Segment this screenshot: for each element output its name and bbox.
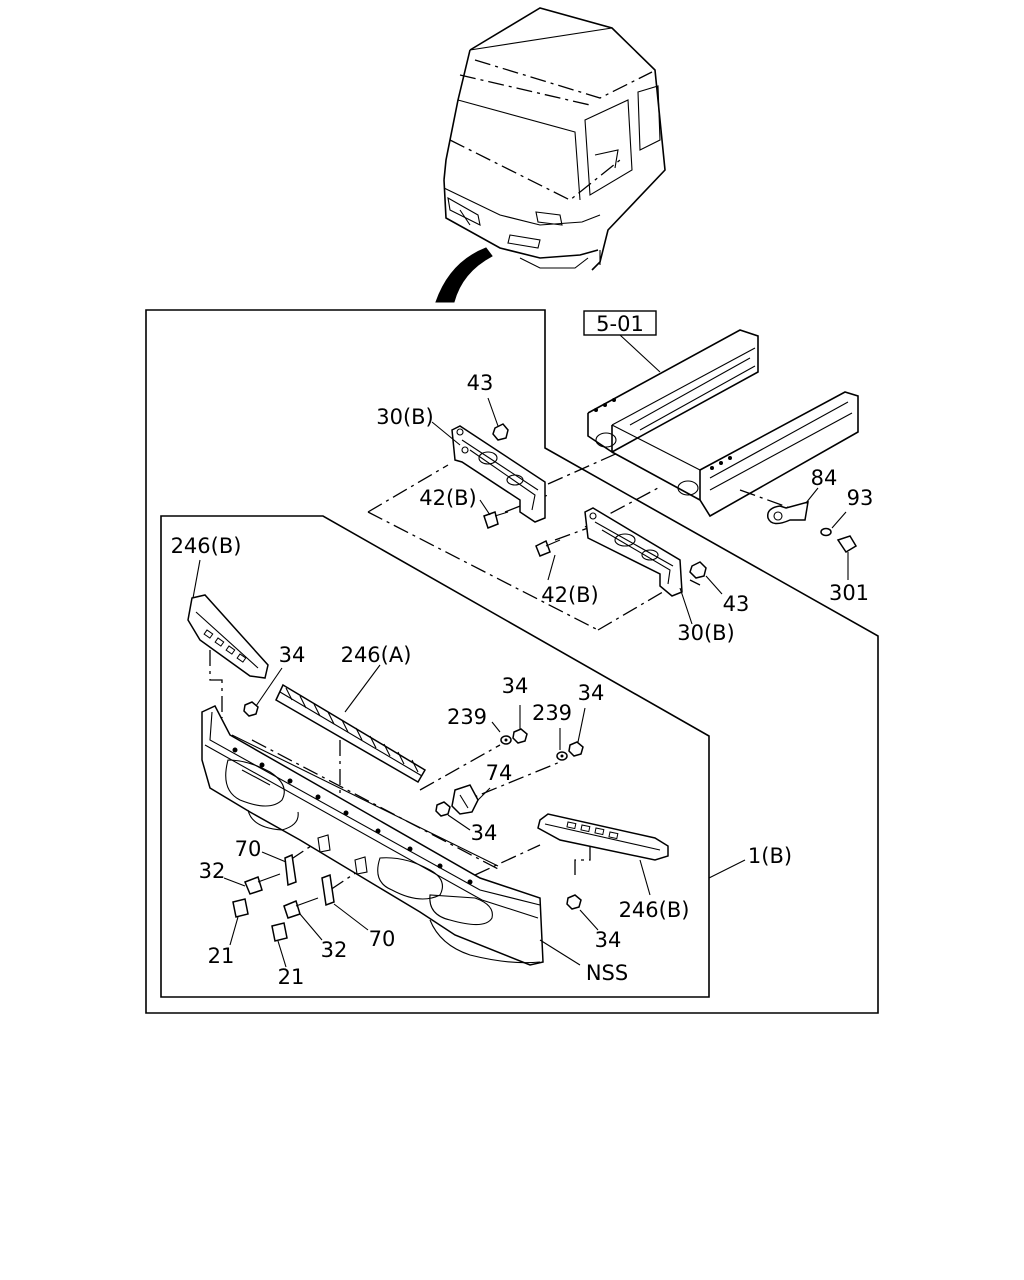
bracket-upper-30b	[451, 425, 546, 523]
bolt-301	[836, 535, 858, 554]
callout-301: 301	[829, 581, 869, 605]
bumper-1b	[201, 705, 544, 966]
plate-70-lower	[321, 873, 335, 907]
plate-70-upper	[284, 853, 297, 887]
callout-34-bottom: 34	[595, 928, 622, 952]
callout-70-upper: 70	[235, 837, 262, 861]
washer-93	[820, 527, 832, 537]
washer-239-left	[500, 735, 512, 745]
outer-frame	[145, 309, 879, 1014]
bolt-42b-upper	[483, 511, 509, 529]
bolt-32-upper	[244, 873, 281, 895]
tow-hook-84	[767, 500, 809, 525]
callout-34-left: 34	[279, 643, 306, 667]
callout-30b-upper: 30(B)	[376, 405, 434, 429]
callout-labels: 43 30(B) 42(B) 42(B) 43 30(B) 84 93 301 …	[171, 371, 874, 989]
bracket-lower-30b	[584, 507, 683, 597]
callout-43-lower: 43	[723, 592, 750, 616]
callout-32-lower: 32	[321, 938, 348, 962]
inner-frame	[160, 515, 710, 998]
callout-34-right: 34	[578, 681, 605, 705]
grille-left-246b	[187, 594, 269, 679]
callout-246b-left: 246(B)	[171, 534, 242, 558]
clamp-74	[451, 784, 479, 815]
callout-84: 84	[811, 466, 838, 490]
callout-1b: 1(B)	[748, 844, 792, 868]
leader-lines	[192, 397, 849, 968]
grille-right-246b	[537, 813, 669, 861]
svg-text:5-01: 5-01	[596, 312, 644, 336]
callout-42b-upper: 42(B)	[419, 486, 477, 510]
clip-21-right	[271, 922, 288, 942]
callout-246b-right: 246(B)	[619, 898, 690, 922]
truck-cab-illustration	[443, 7, 666, 271]
callout-239-left: 239	[447, 705, 487, 729]
clip-21-left	[232, 898, 249, 918]
nut-34-right	[568, 741, 584, 757]
callout-239-right: 239	[532, 701, 572, 725]
nut-34-center	[435, 801, 451, 817]
callout-nss: NSS	[586, 961, 628, 985]
callout-43-upper: 43	[467, 371, 494, 395]
callout-74: 74	[486, 761, 513, 785]
callout-246a: 246(A)	[341, 643, 412, 667]
pointer-arrow	[435, 247, 493, 303]
chassis-frame	[587, 329, 859, 518]
callout-34-mid: 34	[502, 674, 529, 698]
nut-43-lower	[689, 561, 707, 579]
reference-box-5-01: 5-01	[583, 310, 661, 373]
callout-32-upper: 32	[199, 859, 226, 883]
callout-93: 93	[847, 486, 874, 510]
callout-30b-lower: 30(B)	[677, 621, 735, 645]
grille-center-246a	[275, 683, 427, 784]
washer-239-right	[556, 751, 568, 761]
nut-43-upper	[492, 423, 509, 441]
nut-34-mid	[512, 728, 528, 744]
callout-34-center: 34	[471, 821, 498, 845]
callout-21-right: 21	[278, 965, 305, 989]
callout-42b-lower: 42(B)	[541, 583, 599, 607]
nut-34-bottom	[566, 894, 582, 910]
callout-21-left: 21	[208, 944, 235, 968]
nut-34-left	[243, 701, 259, 717]
bolt-42b-lower	[535, 539, 561, 557]
callout-70-lower: 70	[369, 927, 396, 951]
